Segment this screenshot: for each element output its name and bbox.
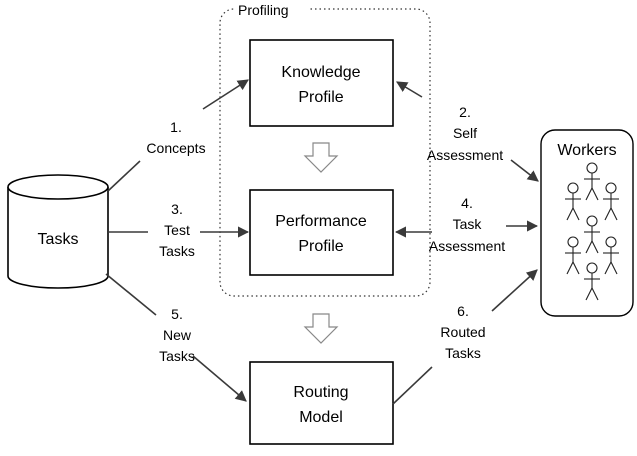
down-arrow-icon-2 xyxy=(303,313,339,344)
test-tasks-label-1: Test xyxy=(164,222,190,238)
routed-tasks-label-2: Tasks xyxy=(445,345,481,361)
task-assessment-label-2: Assessment xyxy=(429,238,505,254)
new-tasks-number: 5. xyxy=(171,306,183,322)
worker-icon xyxy=(565,236,581,275)
task-assessment-number: 4. xyxy=(461,195,473,211)
concepts-label: Concepts xyxy=(146,140,205,156)
test-tasks-number: 3. xyxy=(171,201,183,217)
performance-profile-line2: Profile xyxy=(298,238,343,255)
tasks-label: Tasks xyxy=(38,231,79,248)
worker-icon xyxy=(584,215,600,254)
routing-model-line2: Model xyxy=(299,409,343,426)
routed-tasks-label-1: Routed xyxy=(440,324,485,340)
worker-icon xyxy=(565,182,581,221)
knowledge-profile-line1: Knowledge xyxy=(281,64,360,81)
routing-model-box xyxy=(249,361,394,445)
profiling-label: Profiling xyxy=(238,2,289,18)
test-tasks-label-2: Tasks xyxy=(159,243,195,259)
performance-profile-line1: Performance xyxy=(275,213,367,230)
concepts-arrow xyxy=(202,79,249,110)
profiling-group-border xyxy=(219,8,431,297)
self-assessment-label-1: Self xyxy=(453,125,477,141)
knowledge-profile-box xyxy=(249,39,394,127)
self-assessment-to-workers-arrow xyxy=(510,159,539,182)
worker-icon xyxy=(584,162,600,201)
concepts-number: 1. xyxy=(170,119,182,135)
new-tasks-label-2: Tasks xyxy=(159,348,195,364)
worker-icon xyxy=(603,236,619,275)
profiling-label-mask xyxy=(234,2,308,18)
workers-label: Workers xyxy=(557,142,616,159)
knowledge-profile-line2: Profile xyxy=(298,89,343,106)
concepts-connector-lower xyxy=(107,160,141,192)
task-assessment-label-1: Task xyxy=(453,216,483,232)
performance-profile-box xyxy=(249,189,394,276)
down-arrow-icon-1 xyxy=(303,142,339,173)
routed-tasks-number: 6. xyxy=(457,303,469,319)
new-tasks-label-1: New xyxy=(163,327,192,343)
new-tasks-connector-upper xyxy=(105,273,157,316)
worker-icon xyxy=(584,262,600,301)
routed-tasks-arrow xyxy=(491,269,538,312)
self-assessment-number: 2. xyxy=(459,104,471,120)
self-assessment-arrow xyxy=(396,81,423,98)
worker-figures xyxy=(565,162,619,301)
self-assessment-label-2: Assessment xyxy=(427,147,503,163)
routed-tasks-connector-lower xyxy=(392,366,433,405)
new-tasks-arrow xyxy=(192,355,247,402)
tasks-database-icon xyxy=(7,174,109,289)
worker-icon xyxy=(603,182,619,221)
routing-model-line1: Routing xyxy=(293,384,348,401)
